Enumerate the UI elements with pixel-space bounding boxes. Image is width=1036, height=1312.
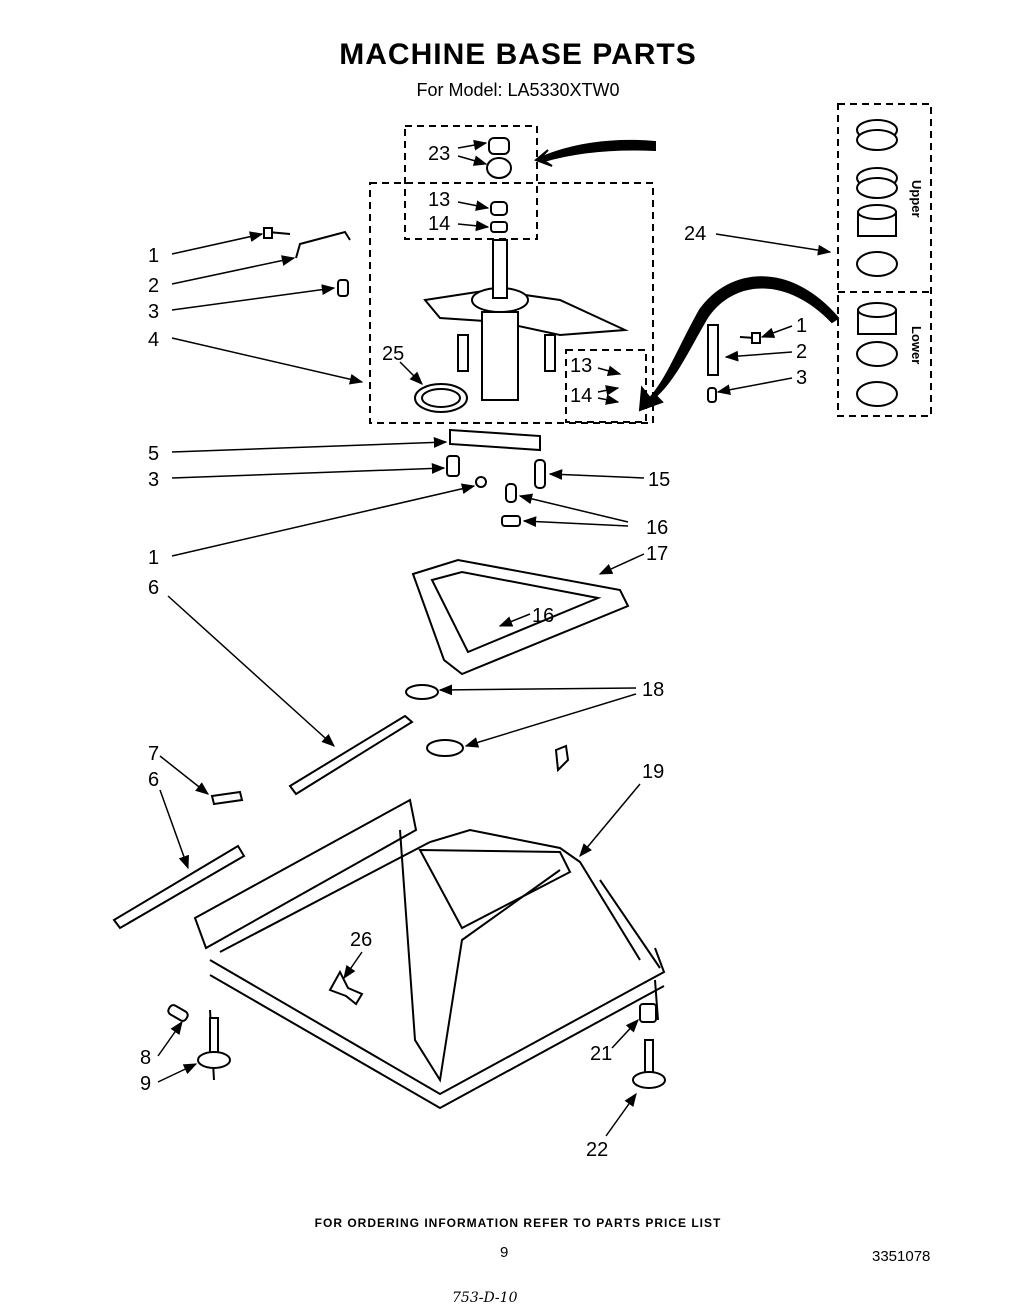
callout-13: 13 — [570, 355, 592, 377]
callout-3: 3 — [148, 469, 159, 491]
callout-2: 2 — [148, 275, 159, 297]
leader-lines — [157, 139, 832, 1137]
callout-9: 9 — [140, 1073, 151, 1095]
callout-2: 2 — [796, 341, 807, 363]
callout-23: 23 — [428, 143, 450, 165]
callout-3: 3 — [796, 367, 807, 389]
callout-4: 4 — [148, 329, 159, 351]
upper-label: Upper — [909, 180, 924, 218]
callout-numbers: 1 2 3 4 25 5 3 1 6 7 6 8 9 23 13 14 13 1… — [140, 143, 807, 1161]
callout-22: 22 — [586, 1139, 608, 1161]
leveling-feet — [167, 969, 666, 1089]
model-subtitle: For Model: LA5330XTW0 — [416, 80, 620, 100]
bearing-inset — [856, 119, 898, 407]
lower-label: Lower — [909, 326, 924, 364]
callout-6: 6 — [148, 769, 159, 791]
callout-1: 1 — [148, 547, 159, 569]
callout-16: 16 — [646, 517, 668, 539]
page-title: MACHINE BASE PARTS — [339, 38, 697, 71]
callout-6: 6 — [148, 577, 159, 599]
callout-18: 18 — [642, 679, 664, 701]
callout-14: 14 — [428, 213, 450, 235]
small-hardware — [263, 227, 761, 634]
cabinet-base — [193, 798, 666, 1110]
callout-25: 25 — [382, 343, 404, 365]
drive-bushing-stack — [486, 137, 512, 233]
callout-26: 26 — [350, 929, 372, 951]
curved-arrows — [534, 139, 840, 412]
callout-15: 15 — [648, 469, 670, 491]
callout-21: 21 — [590, 1043, 612, 1065]
callout-16: 16 — [532, 605, 554, 627]
ordering-footer: FOR ORDERING INFORMATION REFER TO PARTS … — [314, 1216, 722, 1230]
callout-19: 19 — [642, 761, 664, 783]
transmission-assembly — [414, 239, 629, 413]
callout-7: 7 — [148, 743, 159, 765]
callout-1: 1 — [796, 315, 807, 337]
callout-3: 3 — [148, 301, 159, 323]
page-number: 9 — [500, 1244, 509, 1261]
handwritten-note: 753-D-10 — [452, 1290, 518, 1306]
callout-8: 8 — [140, 1047, 151, 1069]
callout-5: 5 — [148, 443, 159, 465]
callout-17: 17 — [646, 543, 668, 565]
callout-1: 1 — [148, 245, 159, 267]
document-number: 3351078 — [872, 1248, 931, 1265]
callout-14: 14 — [570, 385, 592, 407]
dashed-group-boxes — [369, 103, 932, 424]
callout-24: 24 — [684, 223, 706, 245]
brackets-and-springs — [112, 684, 570, 930]
callout-13: 13 — [428, 189, 450, 211]
